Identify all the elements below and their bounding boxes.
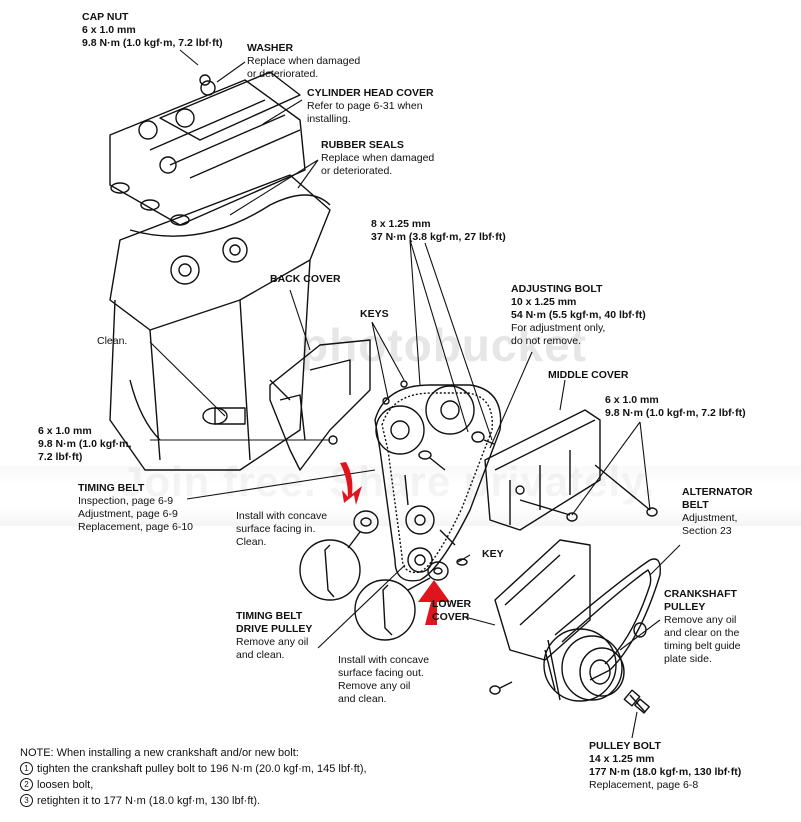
adjusting-bolt-label: ADJUSTING BOLT 10 x 1.25 mm 54 N·m (5.5 … bbox=[511, 283, 646, 347]
step-number-badge: 3 bbox=[20, 794, 33, 807]
guide-plate-outer-note: Install with concave surface facing out.… bbox=[338, 654, 430, 705]
back-cover-label: BACK COVER bbox=[270, 273, 341, 285]
installation-note: NOTE: When installing a new crankshaft a… bbox=[20, 745, 367, 809]
crankshaft-pulley-label: CRANKSHAFT PULLEY Remove any oil and cle… bbox=[664, 588, 741, 665]
middle-cover-drawing bbox=[484, 409, 658, 531]
cam-pulleys-drawing bbox=[375, 385, 495, 471]
rubber-seals-label: RUBBER SEALS Replace when damaged or det… bbox=[321, 139, 435, 177]
timing-belt-drawing bbox=[374, 384, 502, 582]
rubber-seals-drawing bbox=[110, 182, 331, 237]
middle-cover-label: MIDDLE COVER bbox=[548, 369, 629, 381]
tensioner-drawing bbox=[404, 474, 456, 573]
keys-label: KEYS bbox=[360, 308, 389, 320]
leader-lines bbox=[149, 49, 681, 739]
cam-pulley-bolt-spec-label: 8 x 1.25 mm 37 N·m (3.8 kgf·m, 27 lbf·ft… bbox=[371, 218, 506, 243]
back-cover-drawing bbox=[269, 339, 371, 471]
timing-belt-label: TIMING BELT Inspection, page 6-9 Adjustm… bbox=[78, 482, 193, 533]
washer-label: WASHER Replace when damaged or deteriora… bbox=[247, 42, 361, 80]
back-cover-bolt-spec-label: 6 x 1.0 mm 9.8 N·m (1.0 kgf·m, 7.2 lbf·f… bbox=[38, 425, 132, 463]
watermark-logo: photobucket bbox=[300, 319, 587, 371]
cylinder-head-cover-drawing bbox=[109, 71, 306, 226]
note-heading: NOTE: When installing a new crankshaft a… bbox=[20, 747, 299, 759]
engine-block-drawing bbox=[109, 174, 331, 471]
red-arrow-down bbox=[340, 462, 362, 505]
clean-note: Clean. bbox=[97, 335, 128, 347]
lower-cover-drawing bbox=[494, 539, 591, 661]
key-label: KEY bbox=[482, 548, 504, 560]
pulley-bolt-label: PULLEY BOLT 14 x 1.25 mm 177 N·m (18.0 k… bbox=[589, 740, 742, 791]
alternator-belt-label: ALTERNATOR BELT Adjustment, Section 23 bbox=[682, 486, 753, 537]
watermark-band bbox=[0, 466, 801, 526]
lower-cover-label: LOWER COVER bbox=[432, 598, 472, 623]
cylinder-head-cover-label: CYLINDER HEAD COVER Refer to page 6-31 w… bbox=[307, 87, 434, 125]
cap-nut-label: CAP NUT 6 x 1.0 mm 9.8 N·m (1.0 kgf·m, 7… bbox=[82, 11, 223, 49]
pulley-bolt-drawing bbox=[623, 689, 650, 714]
middle-cover-bolt-spec-label: 6 x 1.0 mm 9.8 N·m (1.0 kgf·m, 7.2 lbf·f… bbox=[605, 394, 746, 419]
guide-plate-inner-note: Install with concave surface facing in. … bbox=[236, 510, 328, 548]
drive-pulley-label: TIMING BELT DRIVE PULLEY Remove any oil … bbox=[236, 610, 313, 661]
red-arrow-up bbox=[418, 580, 450, 625]
misc-bolts-drawing bbox=[328, 380, 513, 695]
guide-plates-drawing bbox=[299, 510, 449, 641]
step-number-badge: 1 bbox=[20, 762, 33, 775]
step-number-badge: 2 bbox=[20, 778, 33, 791]
